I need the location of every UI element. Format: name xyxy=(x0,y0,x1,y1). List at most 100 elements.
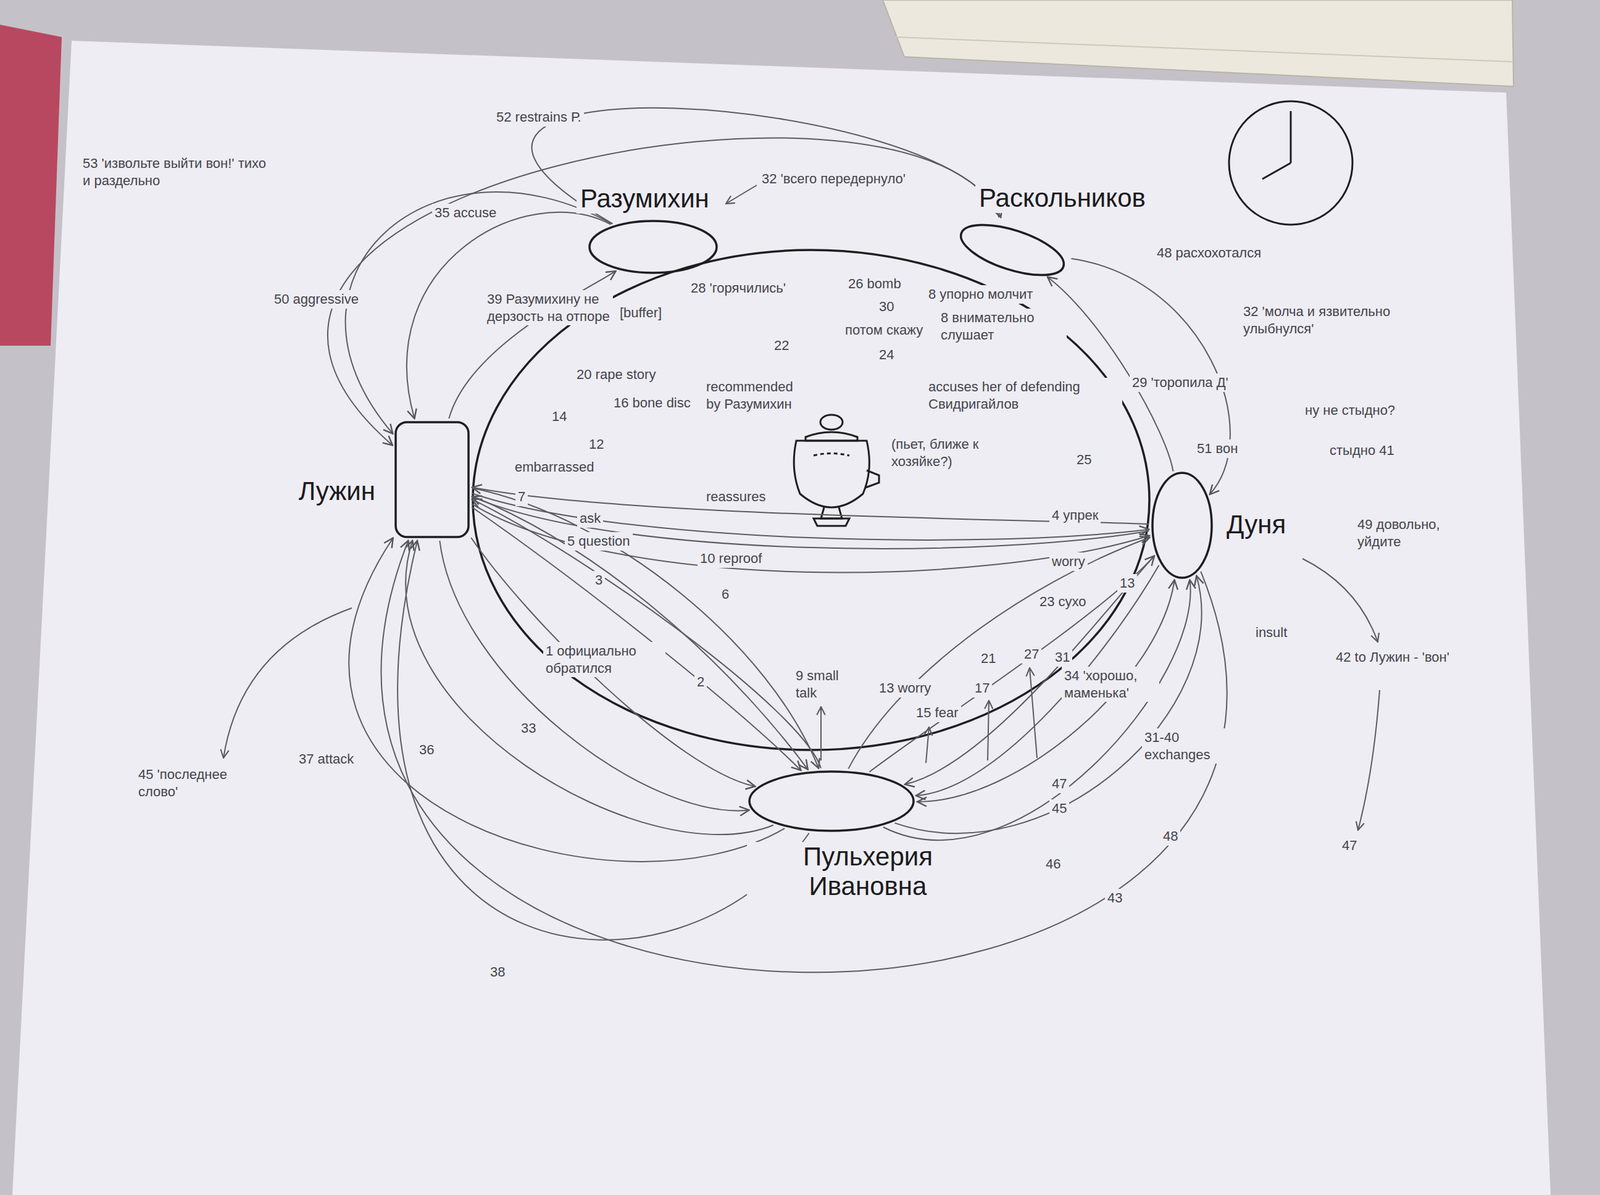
annotation: accuses her of defending Свидригайлов xyxy=(925,377,1123,413)
annotation: (пьет, ближе к хозяйке?) xyxy=(888,435,987,471)
book xyxy=(882,0,1514,87)
arrow-label: 35 accuse xyxy=(432,203,499,223)
seat-shape xyxy=(395,422,469,538)
arrow-label: 1 официально обратился xyxy=(543,641,666,678)
connector xyxy=(472,496,809,770)
arrow-label: 53 'извольте выйти вон!' тихо и раздельн… xyxy=(80,154,277,190)
seat: Дуня xyxy=(1151,471,1213,580)
connector xyxy=(327,137,1000,446)
connector xyxy=(439,540,749,811)
annotation-arrows xyxy=(223,185,1380,831)
connector xyxy=(883,580,1191,841)
arrow-label: 6 xyxy=(719,585,732,604)
clock xyxy=(1229,101,1353,225)
arrow-label: 2 xyxy=(694,672,707,692)
seat-outline xyxy=(748,770,915,833)
arrow-label: 3 xyxy=(592,570,605,590)
samovar-band xyxy=(813,453,850,457)
seat-outline xyxy=(588,219,718,275)
arrow-label: 29 'торопила Д' xyxy=(1129,373,1234,392)
annotation: 24 xyxy=(876,345,897,365)
samovar-tap xyxy=(865,470,880,488)
annotation: 42 to Лужин - 'вон' xyxy=(1333,648,1462,667)
samovar-knob xyxy=(820,414,843,430)
connector xyxy=(532,108,1002,225)
character-name: Дуня xyxy=(1222,509,1290,540)
samovar-stem xyxy=(820,507,842,519)
samovar xyxy=(793,414,880,526)
connector xyxy=(472,487,1149,525)
book-edge xyxy=(895,37,1513,62)
arrow-label: 10 reproof xyxy=(697,549,765,568)
connector xyxy=(405,540,774,835)
seat-outline xyxy=(394,420,470,539)
arrow-label: 48 xyxy=(1160,827,1181,846)
character-name: Раскольников xyxy=(975,183,1150,213)
annotation: 31 xyxy=(1052,648,1073,667)
connector xyxy=(470,537,755,787)
arrow-label: 46 xyxy=(1043,854,1063,874)
annotation: 28 'горячились' xyxy=(688,279,789,298)
annotation-arrow xyxy=(1358,690,1380,831)
connector xyxy=(917,580,1175,802)
annotation: 8 упорно молчит xyxy=(925,285,1036,304)
annotation: потом скажу xyxy=(842,320,926,340)
connector xyxy=(348,538,785,862)
annotation: [buffer] xyxy=(617,303,665,323)
annotation: 30 xyxy=(876,297,897,317)
annotation: 15 fear xyxy=(913,703,962,723)
samovar-base xyxy=(813,518,850,526)
annotation: 17 xyxy=(972,679,992,698)
arrow-label: 33 xyxy=(518,719,539,738)
annotation: 49 довольно, уйдите xyxy=(1354,515,1465,551)
annotation: 14 xyxy=(549,407,570,426)
arrow-label: 32 'молча и язвительно улыбнулся' xyxy=(1240,302,1431,338)
annotation: ну не стыдно? xyxy=(1302,401,1398,420)
arrow-label: 50 aggressive xyxy=(271,290,362,309)
annotation: 21 xyxy=(978,649,999,668)
annotation-arrow xyxy=(820,706,822,761)
seat: Пульхерия Ивановна xyxy=(748,770,915,833)
annotation: 13 worry xyxy=(876,679,934,698)
arrow-label: 37 attack xyxy=(296,750,357,769)
annotation: стыдно 41 xyxy=(1327,441,1397,460)
annotation: ask xyxy=(577,509,604,528)
seat: Раскольников xyxy=(953,219,1071,281)
clock-face xyxy=(1229,101,1353,225)
seat-shape xyxy=(749,771,914,831)
seat-shape xyxy=(589,220,717,273)
arrow-label: 47 xyxy=(1049,774,1070,794)
annotation: 20 rape story xyxy=(574,365,659,384)
annotation-arrow xyxy=(223,608,352,759)
arrow-label: 31-40 exchanges xyxy=(1141,728,1228,764)
arrow-label: 5 question xyxy=(564,532,633,551)
arrow-label: 9 small talk xyxy=(793,666,857,702)
arrow-label: 23 сухо xyxy=(1037,592,1089,612)
annotation: reassures xyxy=(703,487,769,507)
annotation: 51 вон xyxy=(1194,439,1241,459)
connector xyxy=(916,565,1160,796)
seat-outline xyxy=(953,219,1071,281)
annotation: insult xyxy=(1253,623,1290,642)
annotation: 12 xyxy=(586,435,607,454)
character-name: Лужин xyxy=(295,476,380,507)
annotation-arrow xyxy=(987,700,989,761)
annotation: 45 'последнее слово' xyxy=(135,765,246,801)
arrow-label: 43 xyxy=(1104,888,1125,908)
annotation: 47 xyxy=(1339,836,1360,855)
connector xyxy=(448,270,616,419)
arrow-label: 36 xyxy=(416,740,437,760)
seat-outline xyxy=(1151,471,1213,580)
connector xyxy=(471,507,801,771)
table xyxy=(472,250,1150,750)
arrow-label: worry xyxy=(1049,552,1088,571)
pink-object xyxy=(0,24,62,346)
samovar-body xyxy=(793,440,870,508)
character-name: Разумихин xyxy=(576,183,713,214)
annotation: embarrassed xyxy=(512,458,597,477)
connector xyxy=(869,556,1155,773)
annotation-arrow xyxy=(725,185,757,204)
annotation: 16 bone disc xyxy=(611,393,694,413)
arrow-label: 4 упрек xyxy=(1049,506,1101,525)
